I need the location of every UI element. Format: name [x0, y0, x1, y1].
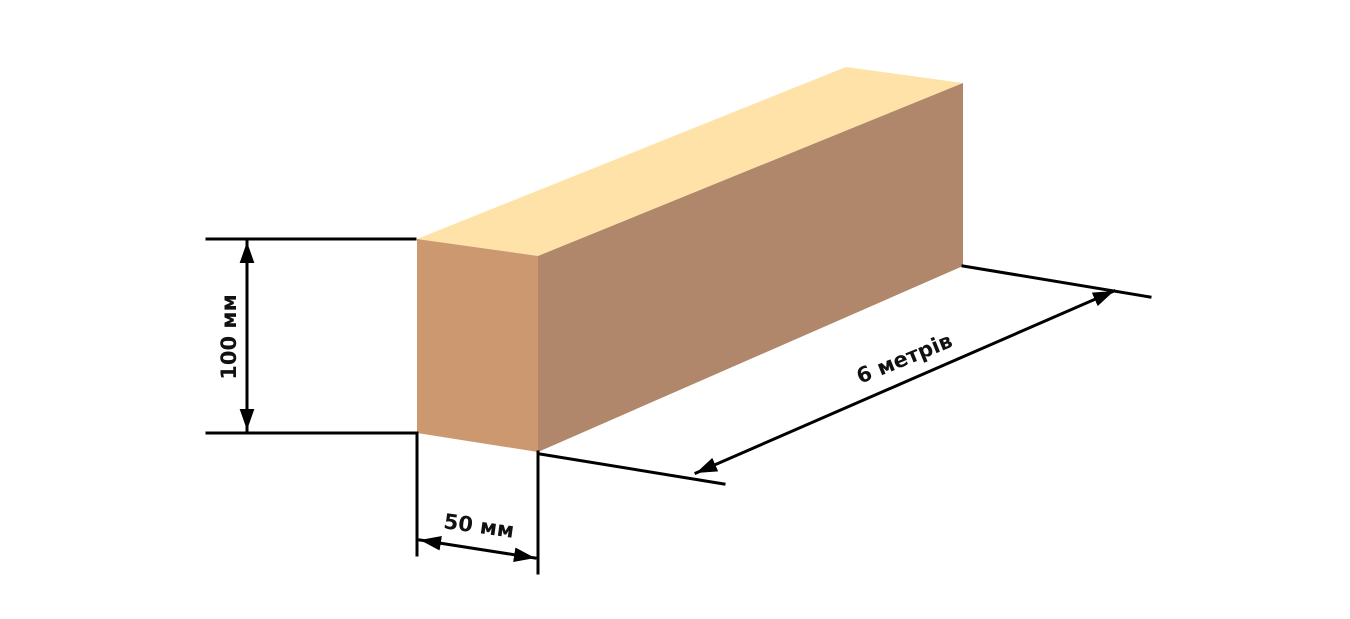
- height-label: 100 мм: [217, 294, 241, 379]
- beam: [417, 67, 963, 452]
- width-dimension: 50 мм: [415, 431, 540, 575]
- length-extension-near: [538, 452, 726, 486]
- length-dimension-arrow: [694, 289, 1116, 475]
- length-extension-far: [961, 264, 1152, 299]
- beam-side-face: [538, 83, 963, 452]
- length-label: 6 метрів: [853, 328, 956, 388]
- width-dimension-arrow: [418, 535, 537, 563]
- width-label: 50 мм: [442, 509, 516, 543]
- beam-front-face: [417, 239, 538, 452]
- height-dimension: 100 мм: [205, 237, 417, 435]
- beam-top-face: [417, 67, 963, 256]
